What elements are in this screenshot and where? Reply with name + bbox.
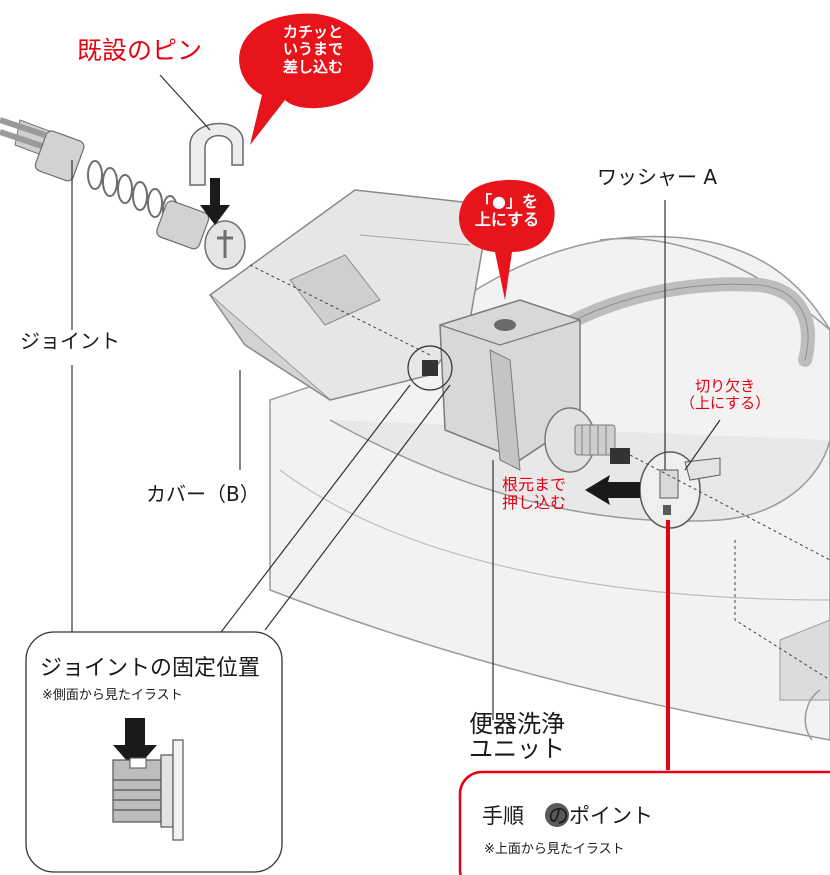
inset-joint-title: ジョイントの固定位置 <box>40 656 261 681</box>
washer-a <box>639 451 721 529</box>
inset-joint-note: ※側面から見たイラスト <box>42 688 183 703</box>
flush-unit <box>439 299 630 473</box>
flush-unit-label: 便器洗浄 ユニット <box>469 710 565 764</box>
push-arrow-icon <box>585 475 640 505</box>
inset-joint-illustration <box>112 718 184 841</box>
inset-step-note: ※上面から見たイラスト <box>484 842 625 857</box>
cover-b-label: カバー（B） <box>146 482 260 506</box>
insert-click-text: カチッと いうまで 差し込む <box>282 23 343 76</box>
pin-part <box>189 122 244 186</box>
joint-label: ジョイント <box>20 329 120 353</box>
cover-b <box>208 189 491 401</box>
step-number-badge <box>545 803 569 827</box>
joint-part <box>0 117 246 270</box>
dot-up-text: 「●」を 上にする <box>474 192 540 230</box>
down-arrow-icon <box>200 178 230 225</box>
inset-step-box <box>458 770 830 875</box>
leader-lines <box>71 74 721 720</box>
dot-mark-icon <box>494 319 516 331</box>
step-number: 4 <box>530 809 542 827</box>
inset-step-title: 手順 4 のポイント <box>482 800 653 830</box>
inset-joint-box <box>25 631 283 873</box>
alignment-lines <box>249 264 830 681</box>
existing-pin-label: 既設のピン <box>77 36 203 65</box>
detail-circle <box>407 345 453 391</box>
step-title-prefix: 手順 <box>482 804 524 828</box>
speech-bubble-dot <box>459 179 555 300</box>
speech-bubble-insert <box>239 13 374 145</box>
washer-a-label: ワッシャー A <box>597 165 718 189</box>
push-to-base-label: 根元まで 押し込む <box>502 475 567 513</box>
step-title-suffix: のポイント <box>548 804 653 828</box>
notch-label: 切り欠き （上にする） <box>680 377 771 413</box>
